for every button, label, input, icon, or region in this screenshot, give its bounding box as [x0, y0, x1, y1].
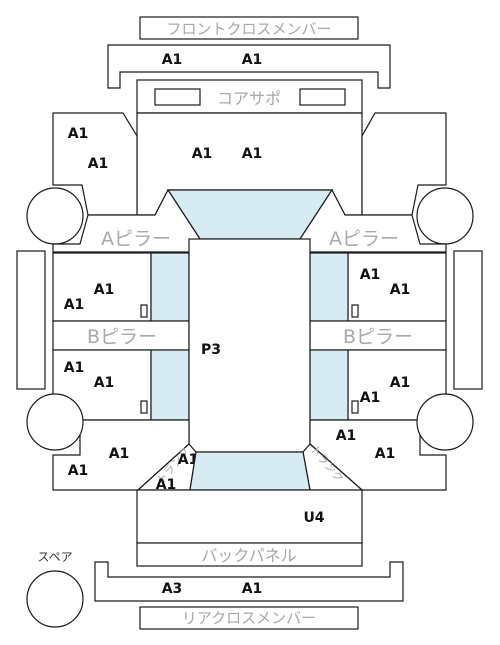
- front-left-door: [52, 252, 152, 322]
- rear-left-door-handle: [140, 400, 148, 414]
- right-rocker-panel: [453, 250, 483, 390]
- left-rocker-panel: [16, 250, 46, 390]
- rear-bumper-bracket: [94, 561, 404, 602]
- rear-left-wheel: [26, 393, 84, 451]
- front-right-window: [309, 252, 349, 322]
- b-pillar-right-label: Bピラー: [343, 326, 413, 348]
- a-pillar-left-label: Aピラー: [101, 228, 171, 250]
- roof-code: P3: [201, 342, 221, 358]
- front-right-door: [347, 252, 447, 322]
- rear-cross-code-right: A1: [242, 581, 263, 597]
- front-cross-code-right: A1: [242, 52, 263, 68]
- front-right-fender: [361, 112, 447, 216]
- b-pillar-left-label: Bピラー: [87, 326, 157, 348]
- core-support-left-slot: [154, 88, 201, 106]
- core-support-right-slot: [299, 88, 346, 106]
- a-pillar-right-label: Aピラー: [329, 228, 399, 250]
- front-cross-member-label: フロントクロスメンバー: [166, 20, 331, 38]
- trunk-code: U4: [303, 510, 324, 526]
- hood-code-left: A1: [192, 146, 213, 162]
- back-panel-box: [136, 542, 363, 567]
- front-left-fender-code-2: A1: [88, 156, 109, 172]
- rear-right-door-handle: [351, 400, 359, 414]
- rear-left-quarter-code-1: A1: [109, 446, 130, 462]
- spare-tire: [26, 570, 84, 628]
- rear-left-pillar-code: A1: [178, 452, 199, 468]
- front-bumper-bracket: [107, 44, 391, 89]
- rear-left-window: [150, 349, 190, 421]
- front-left-fender-code-1: A1: [68, 126, 89, 142]
- roof: [188, 238, 311, 453]
- front-cross-code-left: A1: [162, 52, 183, 68]
- rear-left-pillar-code-2: A1: [156, 477, 177, 493]
- rear-window: [189, 451, 311, 491]
- rear-right-door-code-2: A1: [360, 390, 381, 406]
- front-right-door-handle: [351, 304, 359, 318]
- hood-code-right: A1: [242, 146, 263, 162]
- trunk-lid: [136, 489, 363, 544]
- rear-left-door-code-1: A1: [64, 360, 85, 376]
- front-right-door-code-2: A1: [390, 282, 411, 298]
- spare-label: スペア: [37, 550, 72, 564]
- back-panel-label: バックパネル: [201, 546, 296, 565]
- rear-right-quarter-code-2: A1: [375, 446, 396, 462]
- front-right-door-code-1: A1: [360, 267, 381, 283]
- front-left-door-code-1: A1: [94, 282, 115, 298]
- front-left-wheel: [26, 187, 84, 245]
- front-right-wheel: [416, 187, 474, 245]
- front-left-window: [150, 252, 190, 322]
- rear-cross-member-label: リアクロスメンバー: [182, 609, 316, 627]
- rear-left-door-code-2: A1: [94, 375, 115, 391]
- core-support-label: コアサポ: [217, 89, 281, 108]
- rear-right-quarter-code-1: A1: [336, 428, 357, 444]
- front-left-door-code-2: A1: [64, 297, 85, 313]
- rear-right-door-code-1: A1: [390, 375, 411, 391]
- rear-left-quarter-panel: [52, 419, 190, 491]
- front-left-door-handle: [140, 304, 148, 318]
- b-pillar-right-bar: [309, 320, 447, 351]
- rear-right-wheel: [416, 393, 474, 451]
- a-pillar-right-bar: [299, 188, 447, 253]
- rear-cross-member-box: [139, 606, 359, 630]
- rear-right-window: [309, 349, 349, 421]
- front-cross-member-box: [139, 16, 359, 40]
- b-pillar-left-bar: [52, 320, 190, 351]
- rear-cross-code-left: A3: [162, 581, 183, 597]
- rear-left-quarter-code-2: A1: [68, 463, 89, 479]
